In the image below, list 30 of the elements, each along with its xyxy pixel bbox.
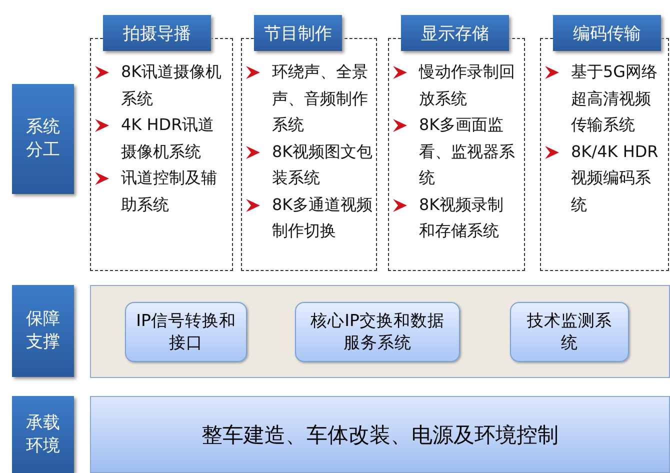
support-panel [90,285,670,378]
list-item: 环绕声、全景声、音频制作系统 [272,62,368,134]
list-item: 8K/4K HDR视频编码系统 [571,142,658,214]
list-item: 讯道控制及辅助系统 [121,168,217,214]
column-header: 拍摄导播 [103,15,211,51]
category-label [12,396,74,473]
list-item: 8K讯道摄像机系统 [121,62,222,108]
system-box [295,302,460,362]
system-name: 整车建造、车体改装、电源及环境控制 [202,422,558,448]
category-label [12,84,74,194]
category-text: 承载环境 [25,412,61,458]
system-name: 技术监测系统 [526,310,613,354]
system-box [510,302,629,362]
list-item: 8K多画面监看、监视器系统 [419,115,515,187]
list-item: 8K多通道视频制作切换 [272,194,373,240]
column-header: 显示存储 [401,15,509,51]
category-text: 系统分工 [25,116,61,162]
list-item: 8K视频录制和存储系统 [419,194,504,240]
list-item: 慢动作录制回放系统 [419,62,515,108]
list-item: 4K HDR讯道摄像机系统 [121,115,214,160]
carrier-band [90,396,670,473]
system-box [125,302,247,362]
system-name: 核心IP交换和数据服务系统 [310,310,446,354]
column-header: 编码传输 [553,15,661,51]
list-item: 基于5G网络超高清视频传输系统 [571,62,658,134]
category-label [12,285,74,377]
list-item: 8K视频图文包装系统 [272,142,373,187]
category-text: 保障支撑 [25,308,61,354]
system-name: IP信号转换和接口 [135,310,237,354]
column-header: 节目制作 [254,15,342,51]
